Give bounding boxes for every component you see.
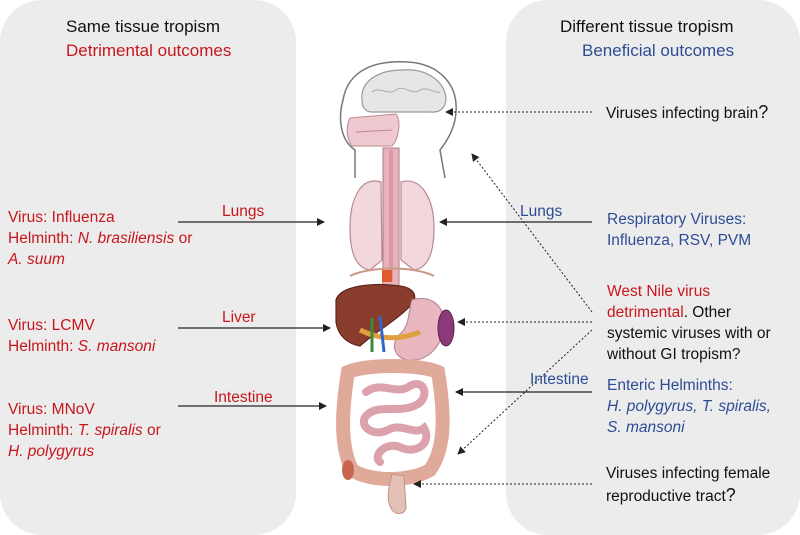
respiratory-viruses-line1: Respiratory Viruses: [607, 211, 747, 228]
left-title: Same tissue tropism [66, 17, 220, 36]
organ-label-lungs: Lungs [222, 203, 265, 220]
west-nile-arrow-down [457, 329, 593, 455]
group-liver-virus: Virus: LCMV [8, 317, 95, 334]
group-lungs-helminth: Helminth: N. brasiliensis or [8, 230, 193, 247]
small-intestine-icon [359, 380, 431, 466]
west-nile-line2: detrimental. Other [607, 304, 732, 321]
group-liver-helminth: Helminth: S. mansoni [8, 338, 156, 355]
female-tract-line1: Viruses infecting female [606, 465, 771, 482]
enteric-helminths-line2: H. polygyrus, T. spiralis, [607, 398, 771, 415]
west-nile-arrow-up [471, 153, 593, 313]
nasal-cavity-icon [346, 113, 400, 147]
left-panel [0, 0, 296, 535]
organ-label-intestine: Intestine [214, 389, 273, 406]
brain-icon [361, 69, 447, 113]
west-nile-line1: West Nile virus [607, 283, 711, 300]
rectum-icon [387, 473, 407, 514]
group-intestine-helminth: Helminth: T. spiralis or [8, 422, 161, 439]
west-nile-line4: without GI tropism? [607, 346, 741, 363]
respiratory-viruses-line2: Influenza, RSV, PVM [607, 232, 752, 249]
organ-label-liver: Liver [222, 309, 256, 326]
right-lung-icon [400, 180, 435, 271]
group-intestine-helminth2: H. polygyrus [8, 443, 95, 460]
west-nile-line3: systemic viruses with or [607, 325, 771, 342]
brain-viruses-label: Viruses infecting brain? [606, 102, 769, 122]
left-subtitle: Detrimental outcomes [66, 41, 232, 60]
enteric-helminths-line3: S. mansoni [607, 419, 685, 436]
right-organ-label-intestine: Intestine [530, 371, 589, 388]
enteric-helminths-line1: Enteric Helminths: [607, 377, 733, 394]
left-lung-icon [349, 180, 383, 271]
large-intestine-icon [336, 359, 450, 486]
female-tract-line2: reproductive tract? [606, 485, 736, 505]
group-intestine-virus: Virus: MNoV [8, 401, 95, 418]
right-subtitle: Beneficial outcomes [582, 41, 735, 60]
group-lungs-helminth2: A. suum [8, 251, 65, 268]
right-organ-label-lungs: Lungs [520, 203, 563, 220]
right-title: Different tissue tropism [560, 17, 734, 36]
right-panel [506, 0, 800, 535]
group-lungs-virus: Virus: Influenza [8, 209, 115, 226]
